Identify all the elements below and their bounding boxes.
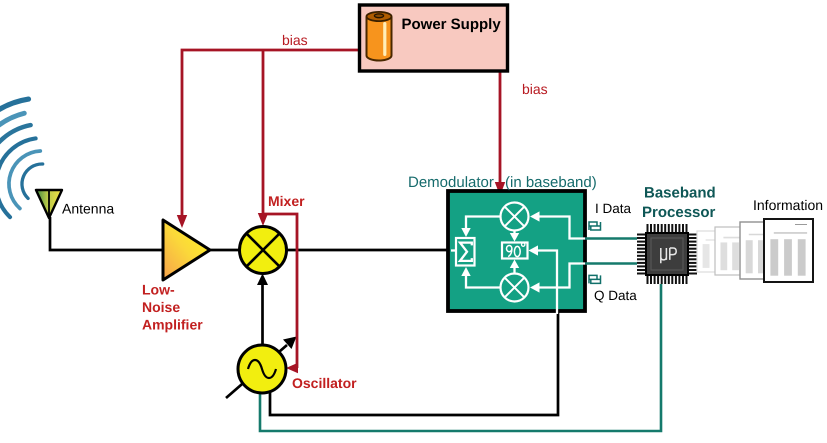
- svg-text:bias: bias: [522, 81, 548, 97]
- svg-text:Information: Information: [753, 197, 823, 213]
- svg-text:bias: bias: [282, 32, 308, 48]
- svg-text:Noise: Noise: [142, 299, 180, 315]
- svg-text:Oscillator: Oscillator: [292, 375, 357, 391]
- svg-text:Power Supply: Power Supply: [402, 16, 502, 33]
- svg-text:Amplifier: Amplifier: [142, 317, 203, 333]
- svg-text:Antenna: Antenna: [62, 201, 114, 217]
- svg-text:Q Data: Q Data: [594, 288, 637, 303]
- svg-text:(in baseband): (in baseband): [505, 174, 597, 191]
- svg-text:Demodulator: Demodulator: [408, 174, 494, 191]
- svg-text:Baseband: Baseband: [644, 185, 716, 202]
- svg-text:I Data: I Data: [595, 201, 632, 216]
- svg-text:Processor: Processor: [642, 204, 716, 221]
- svg-text:Low-: Low-: [142, 282, 175, 298]
- svg-text:Mixer: Mixer: [268, 193, 305, 209]
